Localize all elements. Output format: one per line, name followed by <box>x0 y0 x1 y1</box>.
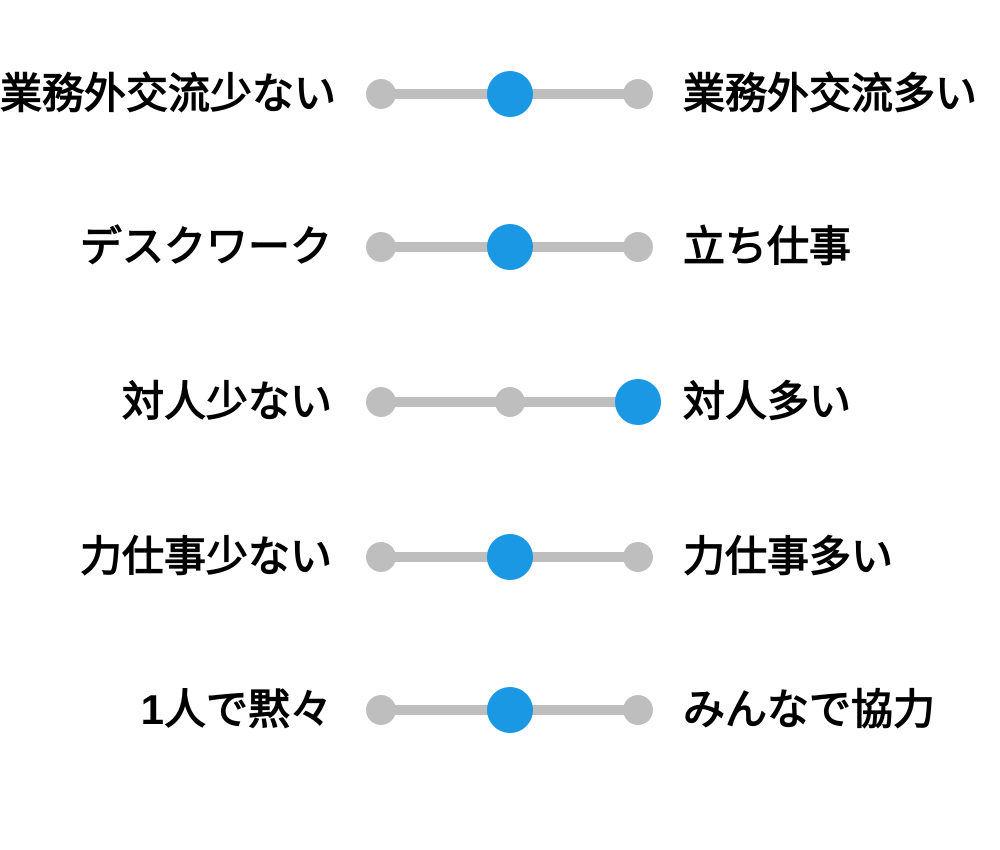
slider-right-label: 立ち仕事 <box>683 223 852 270</box>
slider-step-dot-right[interactable] <box>623 695 653 725</box>
slider-step-dot-right[interactable] <box>623 542 653 572</box>
slider-left-label: 業務外交流少ない <box>0 70 337 117</box>
slider-step-dot-left[interactable] <box>366 387 396 417</box>
slider-step-dot-right[interactable] <box>623 232 653 262</box>
slider-row: 対人少ない 対人多い <box>0 347 1000 457</box>
slider-track[interactable] <box>366 379 661 425</box>
slider-row: 力仕事少ない 力仕事多い <box>0 502 1000 612</box>
slider-right-label: 力仕事多い <box>683 533 894 580</box>
slider-track[interactable] <box>366 687 653 733</box>
slider-step-dot-middle[interactable] <box>495 387 525 417</box>
slider-right-label: 対人多い <box>683 378 852 425</box>
slider-left-label: 1人で黙々 <box>140 686 332 733</box>
slider-left-label: 力仕事少ない <box>79 533 332 580</box>
slider-step-dot-middle-active[interactable] <box>487 71 533 117</box>
slider-track[interactable] <box>366 534 653 580</box>
slider-right-label: みんなで協力 <box>683 686 936 733</box>
slider-step-dot-left[interactable] <box>366 542 396 572</box>
slider-track[interactable] <box>366 224 653 270</box>
slider-step-dot-middle-active[interactable] <box>487 534 533 580</box>
slider-row: デスクワーク 立ち仕事 <box>0 192 1000 302</box>
slider-step-dot-left[interactable] <box>366 695 396 725</box>
slider-track[interactable] <box>366 71 653 117</box>
slider-step-dot-middle-active[interactable] <box>487 224 533 270</box>
slider-left-label: デスクワーク <box>79 223 332 270</box>
slider-left-label: 対人少ない <box>121 378 332 425</box>
slider-step-dot-left[interactable] <box>366 232 396 262</box>
slider-step-dot-right[interactable] <box>623 79 653 109</box>
slider-step-dot-middle-active[interactable] <box>487 687 533 733</box>
slider-row: 業務外交流少ない 業務外交流多い <box>0 39 1000 149</box>
slider-right-label: 業務外交流多い <box>683 70 978 117</box>
slider-row: 1人で黙々 みんなで協力 <box>0 655 1000 765</box>
slider-step-dot-left[interactable] <box>366 79 396 109</box>
slider-step-dot-right-active[interactable] <box>615 379 661 425</box>
